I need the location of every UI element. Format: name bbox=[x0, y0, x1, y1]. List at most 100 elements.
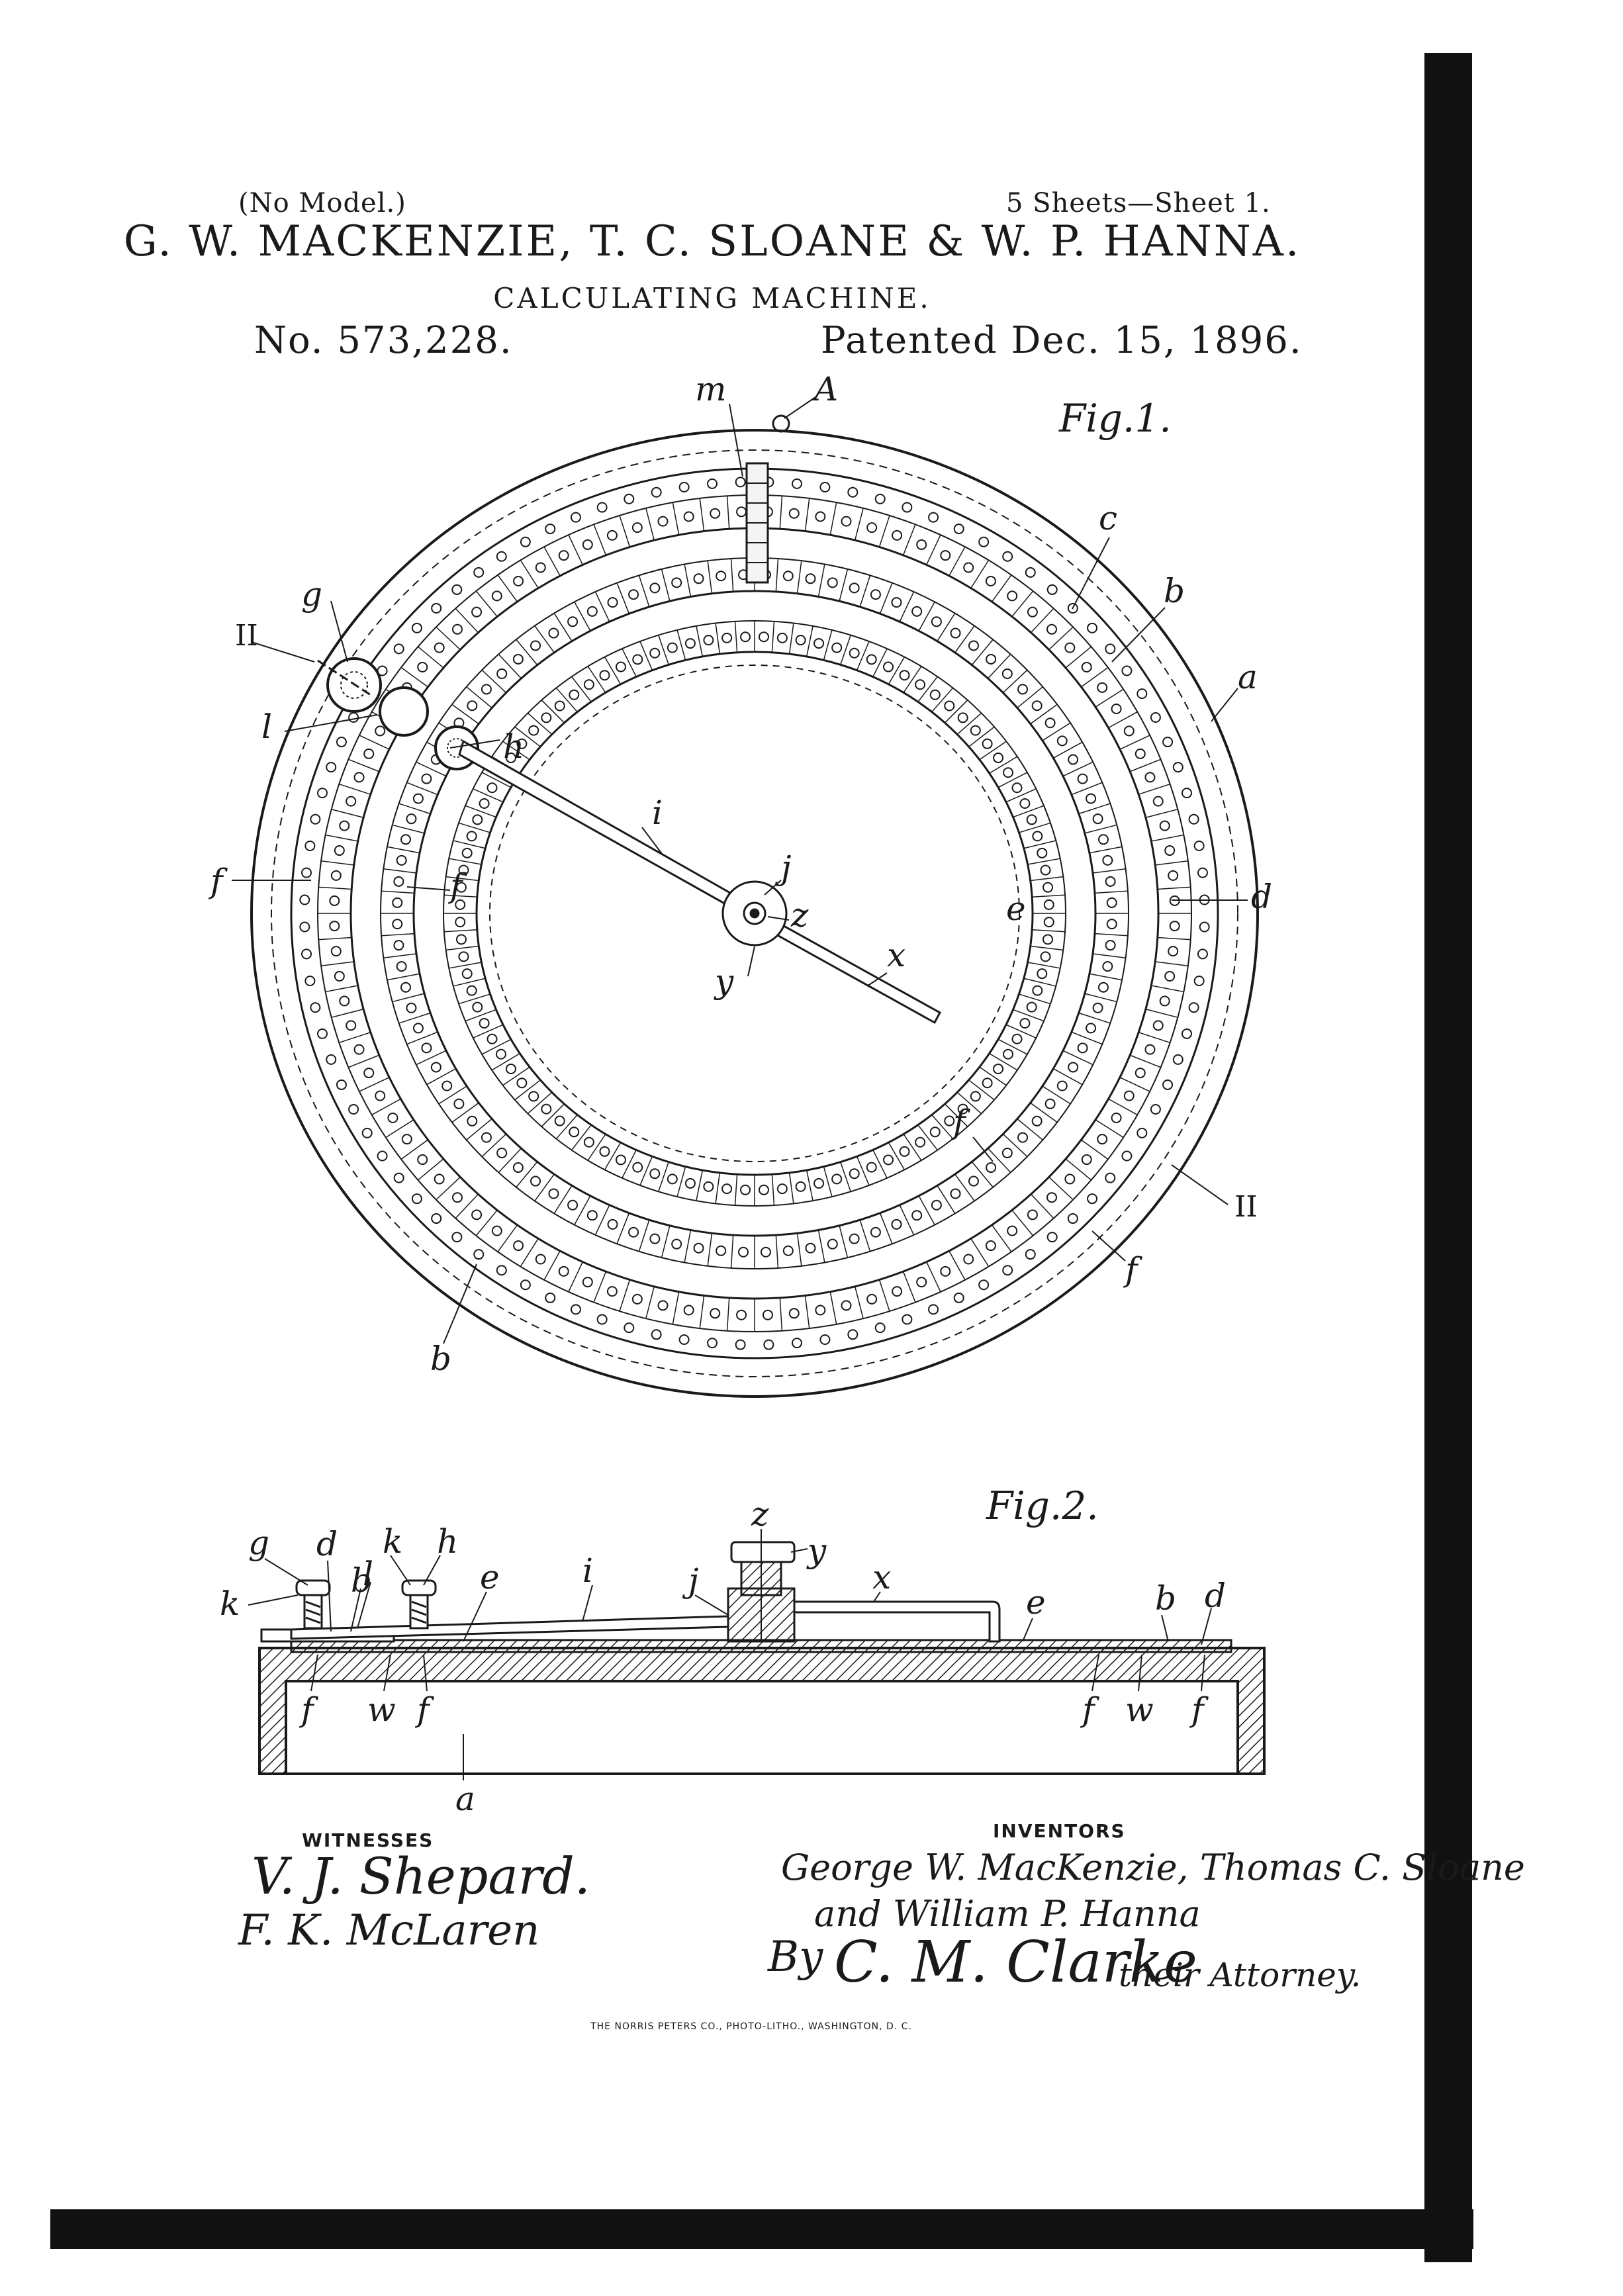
dial-hole bbox=[1199, 921, 1210, 933]
dial-hole bbox=[899, 1146, 910, 1157]
dial-division-line bbox=[1108, 711, 1138, 729]
fig1-caption: Fig.1. bbox=[1058, 396, 1172, 441]
dial-division-line bbox=[1011, 590, 1034, 618]
dial-division-line bbox=[553, 613, 573, 642]
dial-division-line bbox=[451, 704, 479, 725]
dial-hole bbox=[776, 632, 788, 643]
rim-dashed bbox=[271, 449, 1238, 1377]
dial-hole bbox=[348, 712, 359, 723]
dial-division-line bbox=[406, 782, 438, 796]
dial-hole bbox=[1164, 845, 1176, 856]
dial-division-line bbox=[823, 1166, 833, 1197]
dial-division-line bbox=[829, 502, 837, 535]
dial-division-line bbox=[449, 858, 482, 865]
dial-division-line bbox=[1030, 876, 1064, 882]
dial-hole bbox=[819, 1334, 831, 1345]
dial-hole bbox=[631, 522, 643, 533]
dial-division-line bbox=[416, 761, 447, 777]
dial-hole bbox=[740, 1184, 751, 1195]
dial-hole bbox=[453, 1098, 465, 1109]
dial-division-line bbox=[406, 1031, 438, 1045]
patent-date: Patented Dec. 15, 1896. bbox=[821, 319, 1303, 362]
dial-division-line bbox=[371, 1098, 401, 1116]
dial-hole bbox=[1097, 1134, 1108, 1145]
dial-division-line bbox=[398, 803, 431, 815]
dial-hole bbox=[606, 529, 618, 541]
dial-division-line bbox=[473, 788, 504, 803]
dial-division-line bbox=[1108, 1098, 1138, 1116]
dial-division-line bbox=[1042, 722, 1071, 741]
dial-hole bbox=[516, 1078, 528, 1089]
dial-division-line bbox=[903, 1134, 922, 1161]
dial-hole bbox=[567, 1199, 579, 1211]
dial-division-line bbox=[859, 575, 871, 608]
dial-hole bbox=[1040, 864, 1051, 876]
dial-hole bbox=[430, 1062, 441, 1073]
dial-hole bbox=[847, 1329, 858, 1340]
dial-hole bbox=[1031, 700, 1043, 712]
dial-hole bbox=[353, 772, 365, 783]
dial-hole bbox=[931, 1199, 942, 1211]
dial-division-line bbox=[553, 1185, 573, 1214]
dial-hole bbox=[487, 782, 498, 794]
dial-hole bbox=[516, 738, 528, 749]
dial-hole bbox=[892, 529, 903, 541]
dial-hole bbox=[1152, 796, 1164, 807]
dial-division-line bbox=[979, 1066, 1007, 1086]
dial-division-line bbox=[645, 1286, 655, 1319]
dial-hole bbox=[813, 638, 825, 649]
dial-division-line bbox=[416, 1050, 447, 1066]
dial-division-line bbox=[839, 569, 849, 602]
dial-hole bbox=[968, 640, 979, 651]
dial-division-line bbox=[455, 608, 479, 633]
attorney-role: their Attorney. bbox=[1119, 1956, 1362, 1994]
dial-division-line bbox=[426, 1068, 457, 1085]
no-model-note: (No Model.) bbox=[238, 188, 406, 218]
dial-hole bbox=[396, 961, 407, 972]
dial-division-line bbox=[443, 929, 477, 933]
dial-division-line bbox=[571, 1125, 592, 1151]
dial-hole bbox=[1172, 762, 1183, 773]
dial-division-line bbox=[707, 1233, 713, 1266]
dial-hole bbox=[473, 567, 485, 578]
dial-hole bbox=[392, 897, 403, 908]
dial-hole bbox=[1102, 961, 1113, 972]
dial-hole bbox=[1026, 814, 1037, 825]
dial-hole bbox=[1064, 642, 1076, 653]
dial-division-line bbox=[639, 641, 653, 671]
dial-hole bbox=[301, 867, 312, 878]
dial-hole bbox=[1086, 1023, 1097, 1034]
dial-division-line bbox=[971, 1161, 994, 1188]
dial-division-line bbox=[954, 625, 975, 653]
dial-hole bbox=[624, 493, 635, 504]
dial-hole bbox=[392, 919, 403, 930]
label-b-top: b bbox=[1164, 572, 1185, 610]
dial-hole bbox=[1046, 584, 1058, 595]
dial-division-line bbox=[571, 676, 592, 702]
dial-division-line bbox=[594, 1205, 610, 1236]
dial-division-line bbox=[937, 1185, 956, 1214]
dial-hole bbox=[657, 1300, 669, 1311]
dial-hole bbox=[455, 917, 466, 928]
dial-hole bbox=[1081, 661, 1092, 672]
dial-hole bbox=[982, 738, 993, 749]
dial-hole bbox=[891, 597, 902, 608]
dial-division-line bbox=[619, 1279, 631, 1312]
dial-hole bbox=[1027, 606, 1038, 618]
dial-division-line bbox=[771, 621, 775, 653]
dial-hole bbox=[558, 550, 569, 561]
dial-hole bbox=[441, 1080, 453, 1091]
dial-division-line bbox=[989, 1053, 1018, 1071]
dial-division-line bbox=[445, 876, 479, 882]
dial-division-line bbox=[854, 1286, 864, 1319]
dial-division-line bbox=[699, 1295, 705, 1329]
dial-division-line bbox=[339, 1032, 371, 1044]
dial-hole bbox=[940, 1265, 951, 1277]
dial-hole bbox=[299, 894, 310, 905]
label-y: y bbox=[714, 962, 734, 1001]
dial-hole bbox=[505, 1063, 516, 1074]
dial-division-line bbox=[1065, 1158, 1092, 1181]
dial-division-line bbox=[400, 666, 428, 688]
dial-hole bbox=[301, 948, 312, 960]
